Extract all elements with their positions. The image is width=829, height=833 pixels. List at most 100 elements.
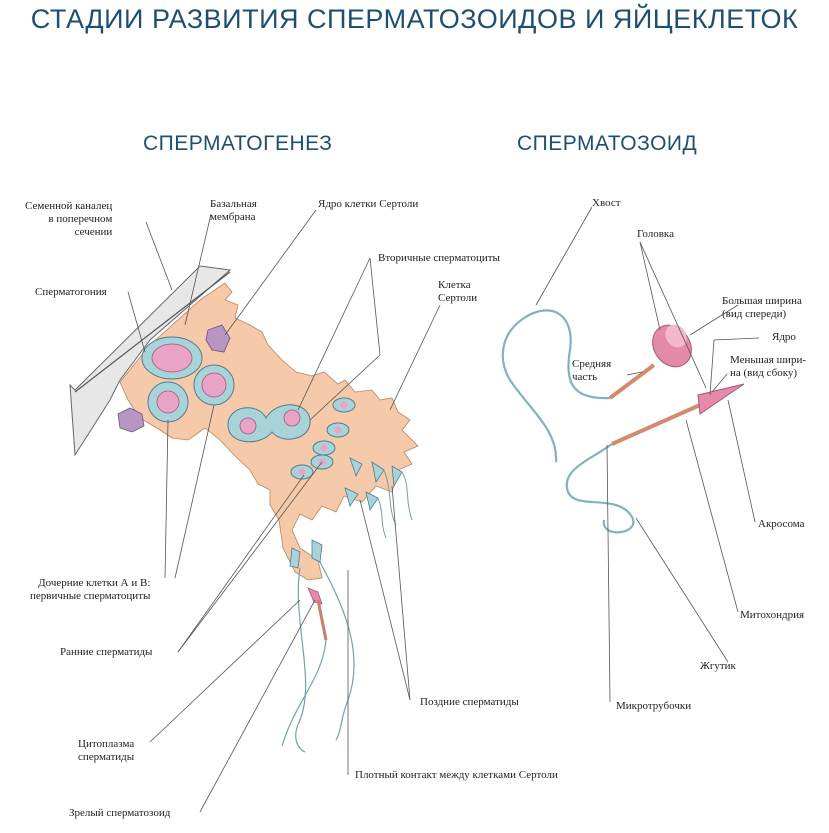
label-cytoplasm-line1: Цитоплазма [78, 738, 135, 750]
leader-early-1 [177, 474, 305, 653]
late-spermatid [391, 465, 403, 488]
label-seminiferous-line1: Семенной каналец [25, 200, 113, 212]
sperm-1-tail [501, 309, 611, 463]
leader-early-2 [177, 461, 323, 653]
leader-head-1 [639, 241, 661, 331]
label-microtubules: Микротрубочки [616, 700, 692, 712]
label-largest-line2: (вид спереди) [722, 308, 787, 320]
early-spermatid-nucleus [334, 426, 342, 434]
label-basal-line2: мембрана [210, 211, 256, 223]
late-spermatid [344, 487, 359, 507]
primary-spermatocyte-a-nucleus [156, 390, 180, 414]
mature-sperm-tail [281, 639, 327, 747]
leader-late-2 [359, 499, 411, 701]
label-mature: Зрелый сперматозоид [69, 807, 171, 819]
page-title: СТАДИИ РАЗВИТИЯ СПЕРМАТОЗОИДОВ И ЯЙЦЕКЛЕ… [30, 4, 799, 34]
leader-midpiece [626, 371, 643, 376]
leader-daughter-a [164, 419, 169, 579]
label-midpiece-line2: часть [572, 371, 598, 383]
label-nucleus: Ядро [772, 331, 796, 343]
label-early: Ранние сперматиды [60, 646, 153, 658]
leader-sertoli-nucleus [224, 209, 317, 336]
label-smaller: Меньшая шири- на (вид сбоку) [730, 354, 806, 380]
tubule-wall [69, 265, 232, 457]
spermatogonium-nucleus [151, 343, 193, 373]
label-smaller-line2: на (вид сбоку) [730, 367, 798, 379]
label-mitochondria: Митохондрия [740, 609, 805, 621]
label-seminiferous-line3: сечении [74, 226, 113, 238]
sertoli-nucleus-2 [117, 407, 145, 433]
leader-flagellum [635, 517, 729, 663]
bottom-spermatid-tail [295, 567, 307, 753]
label-tail: Хвост [592, 197, 621, 209]
leader-largest [689, 304, 739, 336]
late-spermatid [365, 491, 379, 512]
label-daughter: Дочерние клетки А и В: первичные спермат… [30, 577, 150, 603]
leader-head-2 [639, 241, 707, 389]
bottom-spermatid [311, 539, 323, 563]
leader-smaller [711, 373, 728, 393]
leader-spermatogonia [127, 291, 146, 353]
primary-spermatocyte-b-nucleus [201, 372, 227, 398]
mature-sperm-head [307, 587, 323, 605]
secondary-spermatocyte-nucleus-1 [239, 417, 257, 435]
late-spermatid-tail [383, 469, 397, 526]
leader-microtubules [606, 444, 611, 703]
label-seminiferous-line2: в поперечном [48, 213, 113, 225]
leader-secondary-1 [297, 257, 371, 411]
early-spermatid-nucleus [340, 401, 348, 409]
leader-late [391, 485, 411, 701]
leader-secondary-2 [309, 257, 381, 421]
label-basal-line1: Базальная [210, 198, 257, 210]
early-spermatid-nucleus [320, 444, 328, 452]
label-cytoplasm-line2: сперматиды [78, 751, 135, 763]
leader-sertoli-cell [389, 304, 441, 411]
section-title-spermatozoon: СПЕРМАТОЗОИД [517, 132, 698, 155]
label-sertoli-cell-line2: Сертоли [438, 292, 478, 304]
secondary-spermatocyte-nucleus-2 [283, 409, 301, 427]
sperm-2-tail [565, 443, 635, 534]
leader-acrosome [727, 399, 756, 523]
late-spermatid [349, 457, 363, 478]
leader-cytoplasm [149, 599, 301, 743]
leader-nucleus [709, 337, 760, 396]
label-cytoplasm: Цитоплазма сперматиды [78, 738, 134, 764]
label-flagellum: Жгутик [700, 660, 736, 672]
label-tight: Плотный контакт между клетками Сертоли [355, 769, 558, 781]
late-spermatid [371, 461, 385, 484]
label-sertoli-cell-line1: Клетка [438, 279, 471, 291]
leader-daughter-b [174, 404, 215, 579]
sperm-2-head [697, 383, 745, 415]
label-smaller-line1: Меньшая шири- [730, 354, 806, 366]
label-late: Поздние сперматиды [420, 696, 519, 708]
label-spermatogonia: Сперматогония [35, 286, 107, 298]
section-title-spermatogenesis: СПЕРМАТОГЕНЕЗ [143, 132, 333, 155]
bottom-spermatid-tail [319, 561, 355, 741]
leader-mitochondria [685, 419, 739, 613]
label-basal: Базальная мембрана [210, 198, 257, 224]
leader-seminiferous [145, 221, 173, 291]
early-spermatid-nucleus [298, 468, 306, 476]
label-midpiece: Средняя часть [572, 358, 611, 384]
label-head: Головка [637, 228, 674, 240]
label-midpiece-line1: Средняя [572, 358, 612, 370]
late-spermatid-tail [401, 471, 413, 521]
sperm-1-midpiece [608, 363, 656, 400]
sperm-2-midpiece [611, 403, 701, 446]
sertoli-nucleus-1 [205, 324, 231, 353]
sperm-1-acrosome [665, 324, 687, 348]
label-largest: Большая ширина (вид спереди) [722, 295, 802, 321]
label-largest-line1: Большая ширина [722, 295, 802, 307]
label-secondary: Вторичные сперматоциты [378, 252, 500, 264]
label-acrosome: Акросома [758, 518, 805, 530]
label-daughter-line2: первичные сперматоциты [30, 590, 151, 602]
leader-mature [199, 599, 316, 813]
basal-membrane [74, 271, 231, 393]
label-sertoli-nucleus: Ядро клетки Сертоли [318, 198, 419, 210]
label-seminiferous: Семенной каналец в поперечном сечении [25, 200, 112, 239]
late-spermatid-tail [377, 497, 387, 539]
leader-basal [184, 213, 212, 326]
label-sertoli-cell: Клетка Сертоли [438, 279, 477, 305]
